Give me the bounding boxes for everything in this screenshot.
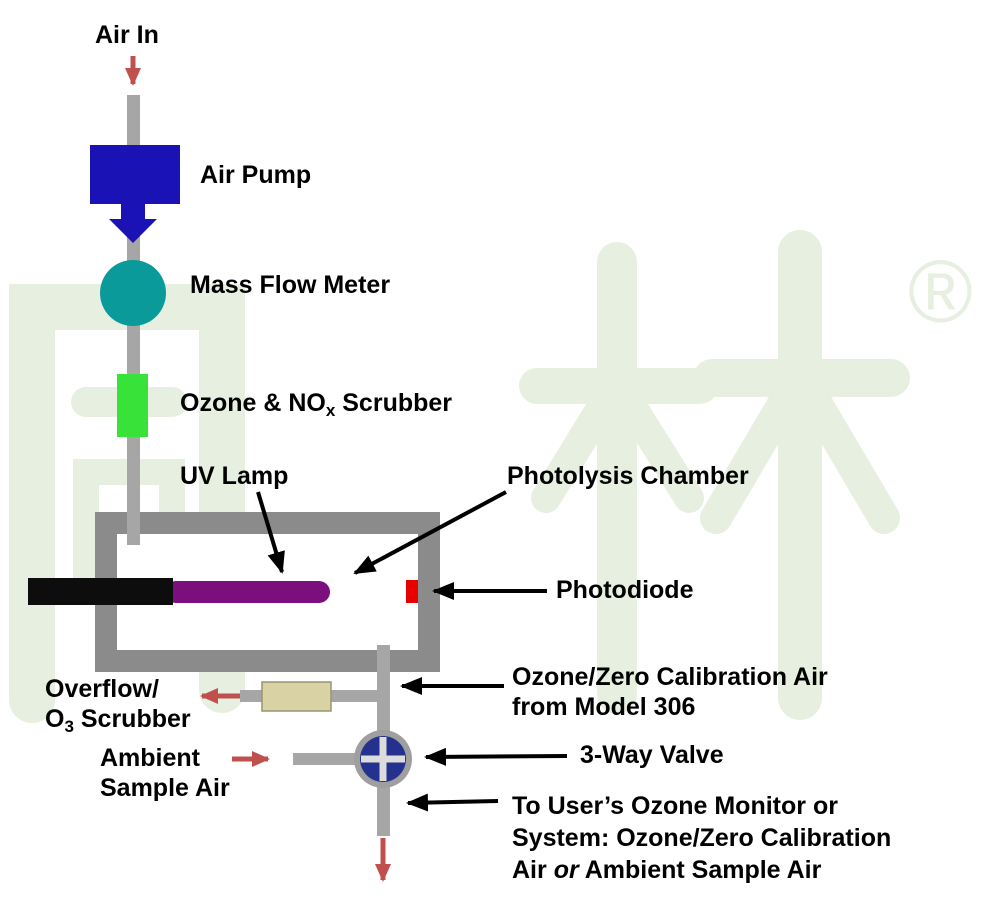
overflow-line1: Overflow/: [45, 675, 159, 703]
photolysis-chamber-pointer: [353, 490, 507, 575]
photodiode-body: [406, 580, 418, 603]
overflow-line2: O3 Scrubber: [45, 704, 191, 742]
mass-flow-meter-label: Mass Flow Meter: [190, 271, 391, 299]
three-way-valve-body: [354, 730, 412, 788]
scrubber-label-post: Scrubber: [335, 389, 453, 417]
calibration-air-line2: from Model 306: [512, 693, 696, 721]
uv-lamp-body: [165, 581, 330, 603]
ambient-line1: Ambient: [100, 744, 200, 772]
air-pump-label: Air Pump: [200, 161, 312, 189]
output-line3: Air or Ambient Sample Air: [512, 854, 891, 886]
valve-pointer: [424, 747, 568, 766]
overflow-scrubber-body: [261, 681, 332, 712]
air-pump-body: [90, 145, 180, 204]
watermark-registered-mark: ®: [908, 242, 973, 341]
output-pointer: [406, 793, 499, 812]
ambient-air-label: Ambient Sample Air: [100, 743, 230, 803]
output-label: To User’s Ozone Monitor or System: Ozone…: [512, 790, 891, 886]
output-line3-post: Ambient Sample Air: [578, 856, 822, 884]
calibration-air-label: Ozone/Zero Calibration Air from Model 30…: [512, 662, 828, 722]
air-in-label: Air In: [95, 21, 159, 49]
overflow-scrubber-label: Overflow/ O3 Scrubber: [45, 674, 191, 742]
scrubber-label-pre: Ozone & NO: [180, 389, 326, 417]
air-pump-outlet-arrow: [109, 204, 157, 243]
output-line3-italic: or: [553, 856, 579, 884]
flow-arrows: [125, 56, 391, 882]
lamp-holder-rod: [28, 578, 173, 605]
ambient-pipe: [293, 753, 359, 765]
photodiode-label: Photodiode: [556, 576, 694, 604]
output-line1: To User’s Ozone Monitor or: [512, 792, 838, 820]
scrubber-label: Ozone & NOx Scrubber: [180, 388, 452, 426]
overflow-line2-sub: 3: [64, 717, 74, 736]
scrubber-body: [117, 374, 148, 437]
calibration-air-line1: Ozone/Zero Calibration Air: [512, 663, 828, 691]
pointer-arrows: [256, 490, 568, 812]
photolysis-chamber-label: Photolysis Chamber: [507, 462, 749, 490]
overflow-line2-pre: O: [45, 705, 65, 733]
mass-flow-meter-body: [100, 260, 166, 326]
scrubber-label-sub: x: [325, 401, 336, 420]
ambient-line2: Sample Air: [100, 774, 230, 802]
overflow-line2-post: Scrubber: [73, 705, 191, 733]
three-way-valve-label: 3-Way Valve: [580, 741, 724, 769]
output-line2: System: Ozone/Zero Calibration: [512, 824, 892, 852]
output-line3-pre: Air: [512, 856, 554, 884]
uv-lamp-label: UV Lamp: [180, 462, 289, 490]
uv-lamp-pointer: [256, 491, 285, 574]
